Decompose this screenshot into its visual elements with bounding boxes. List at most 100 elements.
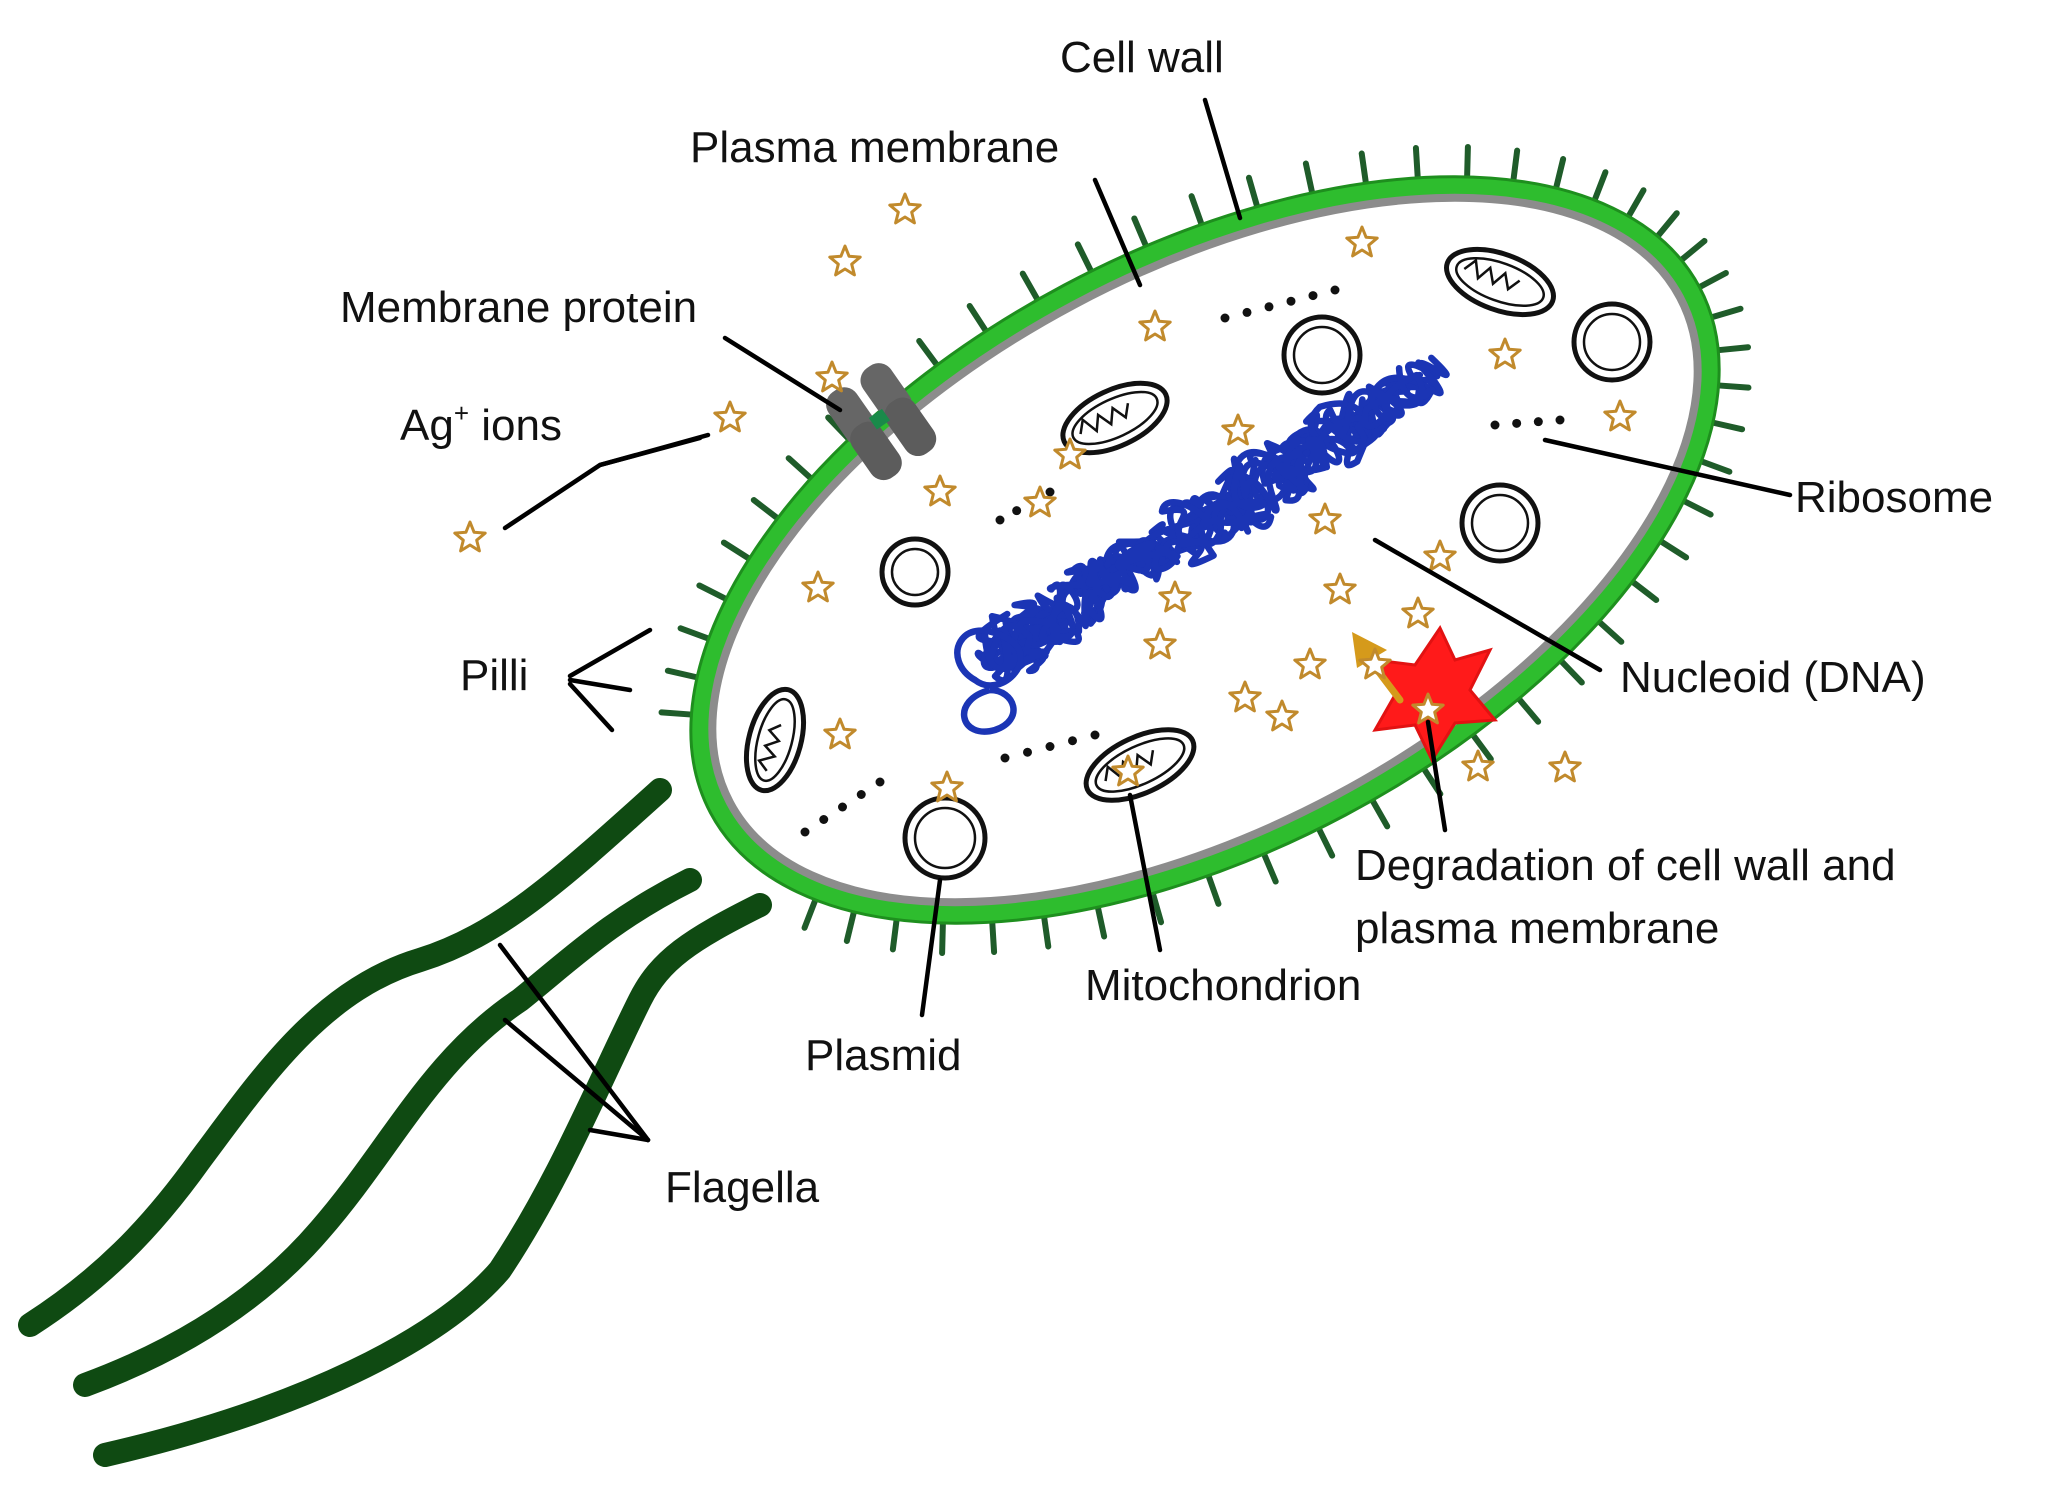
pilus [1205,872,1222,907]
labels: Cell wall Plasma membrane Membrane prote… [340,33,1993,1212]
ag-ion-star-icon [828,244,862,277]
pilus [1591,169,1609,204]
label-plasma-membrane: Plasma membrane [690,123,1059,172]
mitochondrion [1060,380,1170,456]
ribosome-dot [1512,418,1522,428]
ribosome-dot [1264,302,1274,312]
plasmids-group [879,301,1653,881]
label-ag-ions-rest: ions [469,401,562,450]
dna-strand [954,627,1024,735]
label-ag-ions: Ag+ ions [400,398,562,450]
flagella-group [18,778,772,1467]
ribosome-dot [838,802,847,812]
ag-ion-star-icon [1221,413,1255,446]
ribosome-dot [1490,420,1500,430]
label-degradation-line2: plasma membrane [1355,904,1719,953]
ag-ion-star-icon [1138,309,1172,342]
ribosome-dot [1555,415,1565,425]
pilus [1657,538,1690,561]
pilus [1715,382,1752,391]
pilus [1131,215,1150,250]
leader-ag-ions-branch [597,435,703,468]
pilus [1625,187,1647,220]
ribosome-dot [1000,753,1010,763]
ag-ion-star-icon [923,474,957,507]
leader-mitochondrion [1127,792,1163,953]
pilus [1149,890,1165,926]
leader-membrane-protein [722,335,843,413]
ag-ion-star-icon [1053,437,1087,470]
label-flagella: Flagella [665,1163,820,1212]
flagellum-3 [93,893,772,1467]
pilus [1074,241,1095,275]
ribosome-dot [995,515,1005,525]
ag-ion-star-icon [1423,539,1457,572]
pilus [1678,237,1708,263]
pilus [966,302,990,335]
plasmid [902,795,988,881]
pili-group [658,143,1752,957]
ag-ion-star-icon [1401,596,1435,629]
ribosome-dot [1045,742,1055,751]
pilus [801,896,819,931]
leader-flagella-2 [502,1017,651,1143]
pilus [939,920,946,957]
pilus [1019,270,1041,303]
ag-ion-star-icon [1308,502,1342,535]
label-ag-ions-sup: + [454,398,469,428]
ribosome-dot [1220,313,1230,323]
pilus [696,582,730,602]
ribosome-dot [875,777,885,787]
ag-ion-star-icon [1293,647,1327,680]
ribosome-dot [1242,307,1252,317]
leader-ribosome [1542,437,1793,498]
pilus [785,455,814,482]
plasmid [1459,482,1541,564]
leader-flagella-1 [497,942,651,1143]
plasmid [1281,314,1363,396]
ribosome-dot [800,827,810,837]
ag-ion-star-icon [1461,749,1495,782]
ag-ion-star-icon [1345,225,1379,258]
ribosome-dot [856,790,866,799]
ribosome-dot [1090,730,1100,740]
pilus [1654,210,1680,240]
label-cell-wall: Cell wall [1060,33,1224,82]
pilus [1515,695,1542,725]
pilus [843,908,857,944]
ribosome-dot [819,815,829,824]
ag-ion-star-icon [1265,699,1299,732]
ag-ion-star-icon [1023,485,1057,518]
pilus [1260,850,1279,885]
label-pilli: Pilli [460,651,528,700]
pilus [1709,419,1746,433]
ribosome-dot [1045,487,1055,497]
leader-lines [497,97,1793,1143]
ribosome-dot [1533,417,1543,427]
pilus [1412,144,1421,181]
label-plasmid: Plasmid [805,1031,962,1080]
pilus [1469,731,1494,763]
label-membrane-protein: Membrane protein [340,283,697,332]
ag-ion-star-icon [1158,580,1192,613]
label-nucleoid: Nucleoid (DNA) [1620,653,1926,702]
pilus [1708,305,1744,321]
label-ag-ions-base: Ag [400,401,454,450]
ag-ion-star-icon [1143,627,1177,660]
plasma-membrane [708,193,1702,907]
pilus [1715,344,1752,354]
ag-ion-star-icon [1603,399,1637,432]
leader-flagella-3 [587,1127,651,1143]
pilus [677,625,712,642]
ribosome-dot [1286,296,1296,306]
pilus [1510,147,1521,184]
ag-ion-star-icon [1358,647,1392,680]
mitochondria-group [744,246,1556,803]
ag-ion-star-icon [1411,692,1445,725]
ag-ion-star-icon [1488,337,1522,370]
plasmid [879,536,951,608]
dna-strand [981,364,1436,684]
ribosome-dot [1068,736,1077,746]
pilus [1245,174,1261,210]
